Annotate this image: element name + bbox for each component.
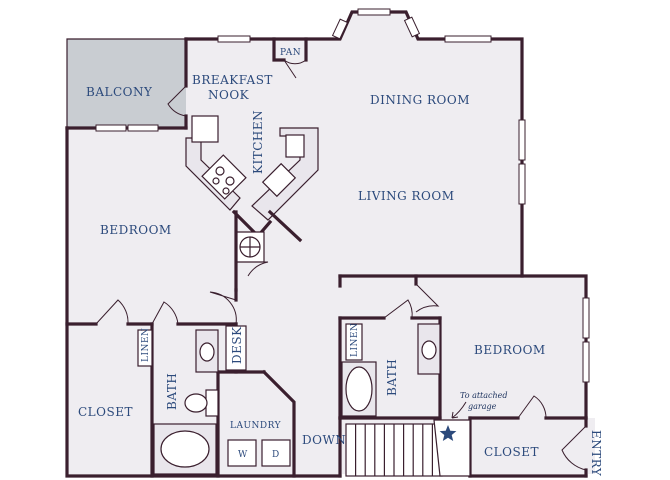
tub-right-basin <box>345 366 373 412</box>
desk <box>225 325 247 371</box>
label-linen-left: LINEN <box>141 328 151 362</box>
linen-right <box>345 323 363 361</box>
kitchen-sink <box>261 162 297 198</box>
label-entry: ENTRY <box>589 430 603 477</box>
kitchen <box>185 115 319 243</box>
label-garage-1: To attached <box>460 391 508 400</box>
label-desk: DESK <box>230 326 244 364</box>
window-bedroom-right-2 <box>582 341 590 383</box>
sink-left <box>199 342 215 362</box>
window-living-1 <box>518 119 526 161</box>
utility-closet <box>234 210 269 292</box>
label-down: DOWN <box>302 433 346 447</box>
label-dining: DINING ROOM <box>370 93 470 107</box>
burner-3 <box>212 177 220 185</box>
window-living-2 <box>518 163 526 205</box>
bath-right-fixtures <box>341 323 441 417</box>
washer <box>227 439 257 467</box>
linen-left <box>137 329 153 367</box>
pantry-walls <box>272 37 286 62</box>
kitchen-wall-diag <box>267 209 303 243</box>
wall-left <box>65 126 342 478</box>
label-laundry: LAUNDRY <box>230 421 282 431</box>
label-closet-left: CLOSET <box>78 405 133 419</box>
stairs <box>345 423 443 477</box>
garage-door-box <box>433 419 471 477</box>
garage-arrow-icon <box>451 401 467 419</box>
burner-4 <box>222 187 230 195</box>
label-kitchen: KITCHEN <box>251 110 265 174</box>
tub-left-basin <box>160 430 210 468</box>
label-garage-2: garage <box>468 402 497 411</box>
label-breakfast: BREAKFAST <box>192 73 273 87</box>
laundry-wall-diag <box>261 369 296 478</box>
pantry <box>272 37 308 79</box>
label-bedroom-left: BEDROOM <box>100 223 172 237</box>
window-bedroom-left-1 <box>95 124 127 132</box>
pantry-door <box>283 59 307 79</box>
floor-areas <box>67 12 595 476</box>
window-bay-top <box>357 8 391 16</box>
label-bedroom-right: BEDROOM <box>474 343 546 357</box>
bedroom-left-door <box>209 291 237 325</box>
burner-2 <box>225 176 235 186</box>
window-bay-left <box>331 18 349 40</box>
closet-right-door <box>517 395 547 419</box>
laundry <box>227 439 291 467</box>
stove <box>201 154 247 200</box>
windows <box>95 8 590 383</box>
entry-door <box>561 425 587 471</box>
burner-1 <box>215 166 225 176</box>
bedroom-left-closet-door <box>95 299 129 325</box>
label-closet-right: CLOSET <box>484 445 539 459</box>
utility-closet-door <box>236 261 269 277</box>
window-dining <box>444 35 492 43</box>
balcony-rail <box>66 38 186 128</box>
label-balcony: BALCONY <box>86 85 153 99</box>
label-dryer: D <box>272 450 280 460</box>
room-labels: BALCONY BREAKFAST NOOK PAN KITCHEN DININ… <box>78 48 603 477</box>
dryer <box>261 439 291 467</box>
bedroom-right-door <box>415 283 440 313</box>
toilet-left <box>184 393 208 413</box>
window-bay-right <box>403 16 421 38</box>
label-washer: W <box>238 450 248 460</box>
toilet-tank-left <box>205 389 219 417</box>
label-pantry: PAN <box>280 48 301 58</box>
bath-left-fixtures <box>137 325 247 475</box>
balcony-door <box>167 85 187 117</box>
garage-star-icon <box>439 425 457 441</box>
sink-right <box>421 340 437 360</box>
bath-left-door <box>151 301 179 325</box>
refrigerator <box>191 115 219 143</box>
label-bath-left: BATH <box>165 373 179 410</box>
label-bath-right: BATH <box>385 359 399 396</box>
label-linen-right: LINEN <box>350 323 360 357</box>
window-bedroom-right-1 <box>582 297 590 339</box>
window-bedroom-left-2 <box>127 124 159 132</box>
balcony-floor <box>67 39 186 128</box>
label-nook: NOOK <box>208 88 250 102</box>
dishwasher <box>285 134 305 158</box>
window-nook <box>217 35 251 43</box>
label-living: LIVING ROOM <box>358 189 455 203</box>
